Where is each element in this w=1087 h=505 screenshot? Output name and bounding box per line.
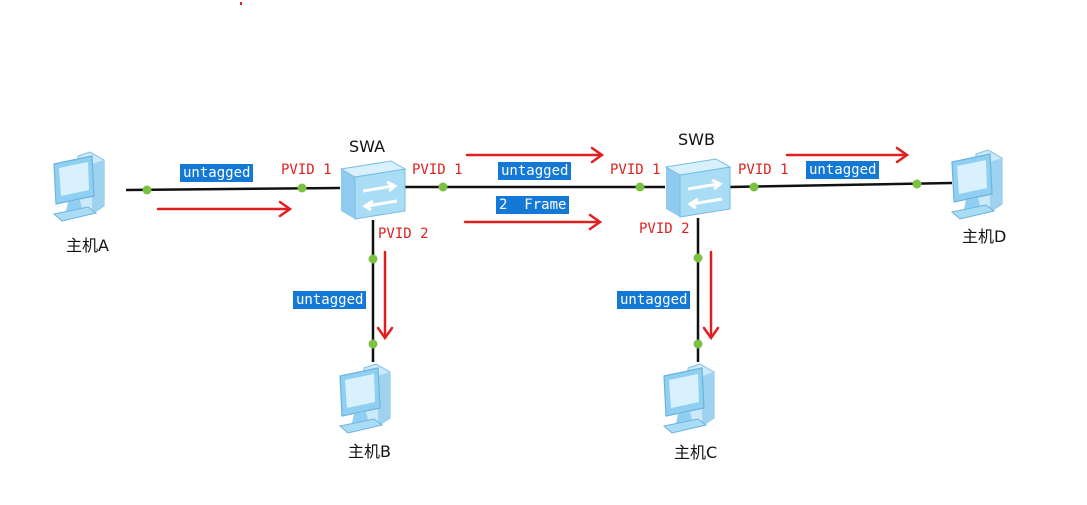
arrow-swa-to-host-b: [376, 250, 394, 341]
computer-icon: [951, 149, 1003, 220]
switch-icon: [664, 157, 732, 219]
arrow-swb-to-host-c: [702, 250, 720, 341]
port-dot-swb-left: [635, 182, 645, 192]
port-dot-swb-down: [693, 253, 703, 263]
badge-trunk-top: untagged: [498, 162, 572, 180]
port-dot-host-a: [142, 185, 152, 195]
computer-icon: [339, 363, 391, 434]
arrow-trunk-untagged: [465, 146, 605, 164]
badge-host-b-link: untagged: [293, 291, 367, 309]
badge-trunk-bottom: 2 Frame: [496, 196, 570, 214]
port-dot-swa-left: [297, 183, 307, 193]
pvid-swb-right: PVID 1: [738, 162, 789, 178]
port-dot-host-b: [368, 339, 378, 349]
arrow-swb-to-host-d: [785, 146, 910, 164]
stray-mark: [240, 2, 242, 5]
port-dot-swa-down: [368, 254, 378, 264]
host-d-label: 主机D: [962, 227, 1007, 246]
pvid-swa-left: PVID 1: [281, 162, 332, 178]
host-c-label: 主机C: [674, 443, 718, 462]
host-a-label: 主机A: [66, 236, 109, 255]
switch-icon: [339, 159, 407, 221]
badge-host-a-link: untagged: [180, 164, 254, 182]
badge-host-d-link: untagged: [806, 161, 880, 179]
host-b-label: 主机B: [348, 442, 391, 461]
pvid-swa-down: PVID 2: [378, 226, 429, 242]
switch-swa-label: SWA: [349, 137, 386, 156]
port-dot-host-d: [912, 179, 922, 189]
switch-swb-label: SWB: [678, 130, 715, 149]
computer-icon: [663, 363, 715, 434]
pvid-swb-down: PVID 2: [639, 221, 690, 237]
badge-host-c-link: untagged: [617, 291, 691, 309]
port-dot-host-c: [693, 339, 703, 349]
port-dot-swb-right: [749, 182, 759, 192]
pvid-swa-right: PVID 1: [412, 162, 463, 178]
arrow-trunk-frame: [463, 213, 603, 231]
arrow-host-a-to-swa: [156, 200, 293, 218]
link-host-a-swa: [125, 186, 341, 192]
pvid-swb-left: PVID 1: [610, 162, 661, 178]
port-dot-swa-right: [438, 182, 448, 192]
computer-icon: [53, 151, 105, 222]
